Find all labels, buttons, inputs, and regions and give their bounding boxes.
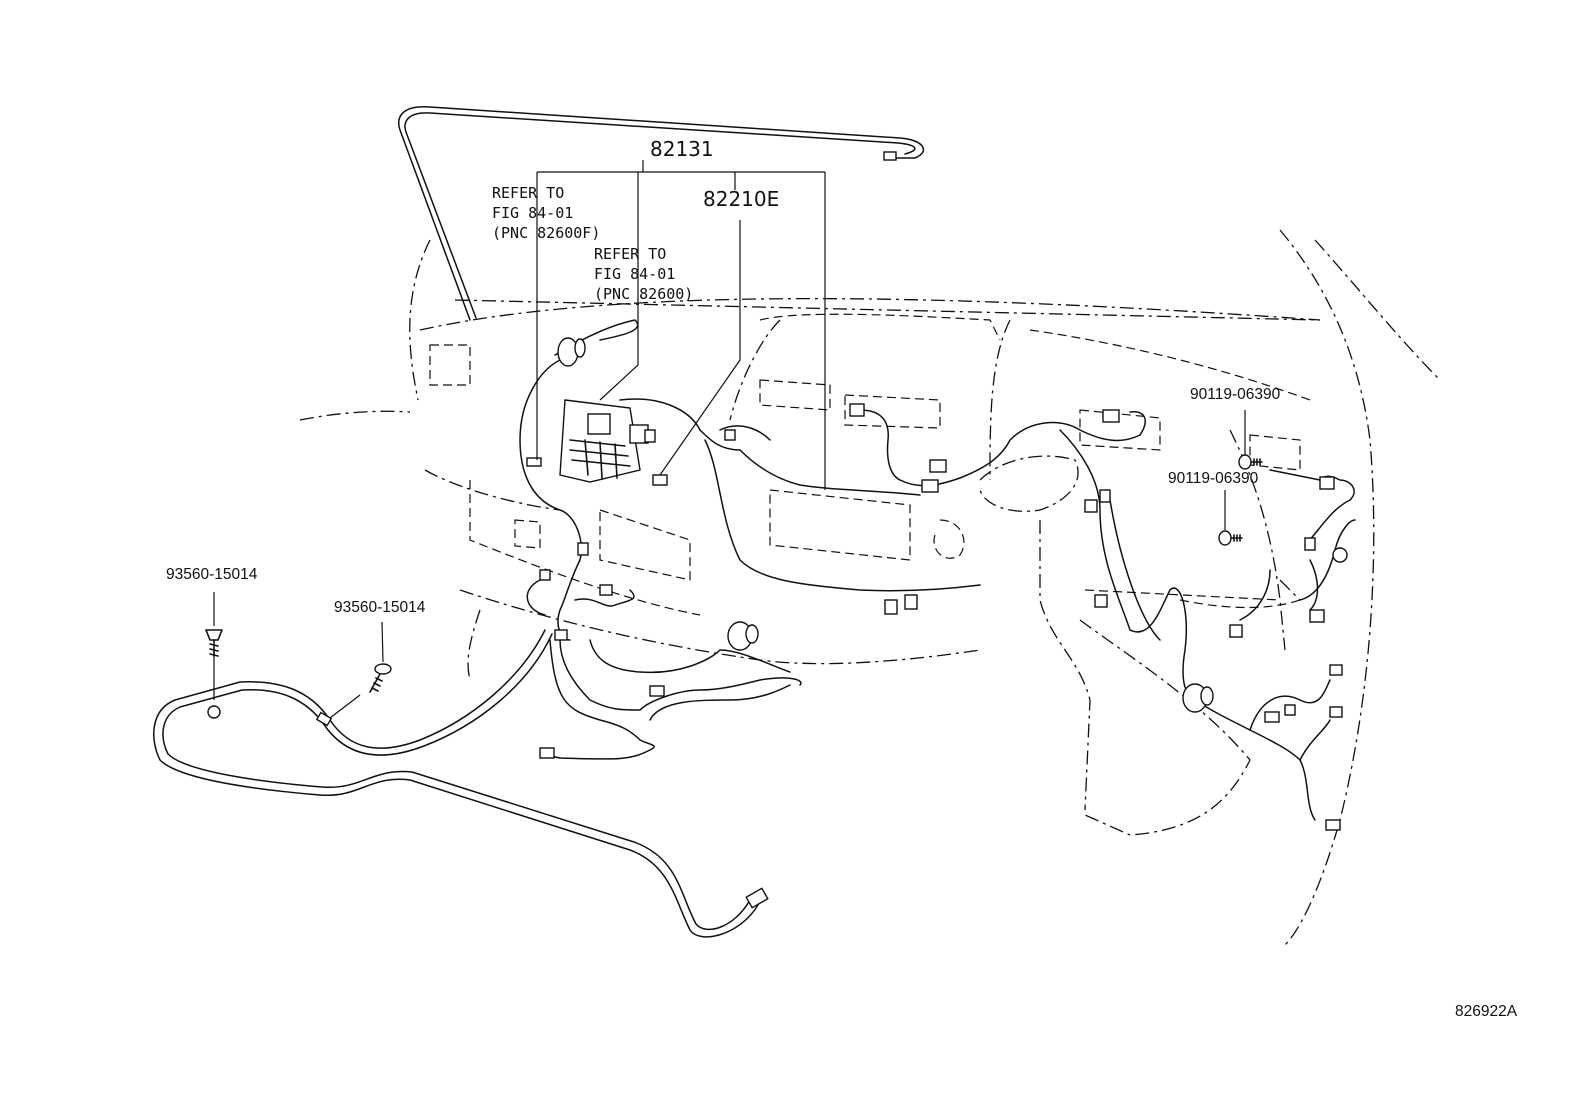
screw-left-part-number: 93560-15014: [166, 566, 258, 583]
refer-note-a-line3: (PNC 82600F): [492, 224, 601, 242]
dashboard-outline: [299, 229, 1441, 946]
bolt-lower-icon: [1218, 530, 1243, 546]
screw-mid-icon: [369, 621, 392, 693]
screw-left-icon: [205, 592, 223, 657]
part-number-82210e: 82210E: [703, 187, 780, 211]
bolt-upper-icon: [1238, 454, 1263, 470]
refer-note-b-line3: (PNC 82600): [594, 285, 694, 303]
grommet-right-icon: [1182, 683, 1214, 713]
refer-note-a-line2: FIG 84-01: [492, 204, 574, 222]
bolt-upper-part-number: 90119-06390: [1190, 386, 1281, 403]
part-number-82131: 82131: [650, 137, 714, 161]
lower-left-harness: [153, 629, 769, 938]
refer-note-a-line1: REFER TO: [492, 184, 565, 202]
screw-mid-part-number: 93560-15014: [334, 599, 426, 616]
leader-lines: [536, 160, 1246, 530]
figure-id: 826922A: [1455, 1003, 1518, 1020]
grommet-left-icon: [557, 337, 586, 367]
roof-wire: [398, 106, 925, 321]
junction-block-icon: [559, 399, 656, 483]
refer-note-b-line1: REFER TO: [594, 245, 667, 263]
connector-group: [526, 403, 1348, 831]
grommet-center-icon: [727, 621, 759, 651]
refer-note-b-line2: FIG 84-01: [594, 265, 676, 283]
bolt-lower-part-number: 90119-06390: [1168, 470, 1259, 487]
